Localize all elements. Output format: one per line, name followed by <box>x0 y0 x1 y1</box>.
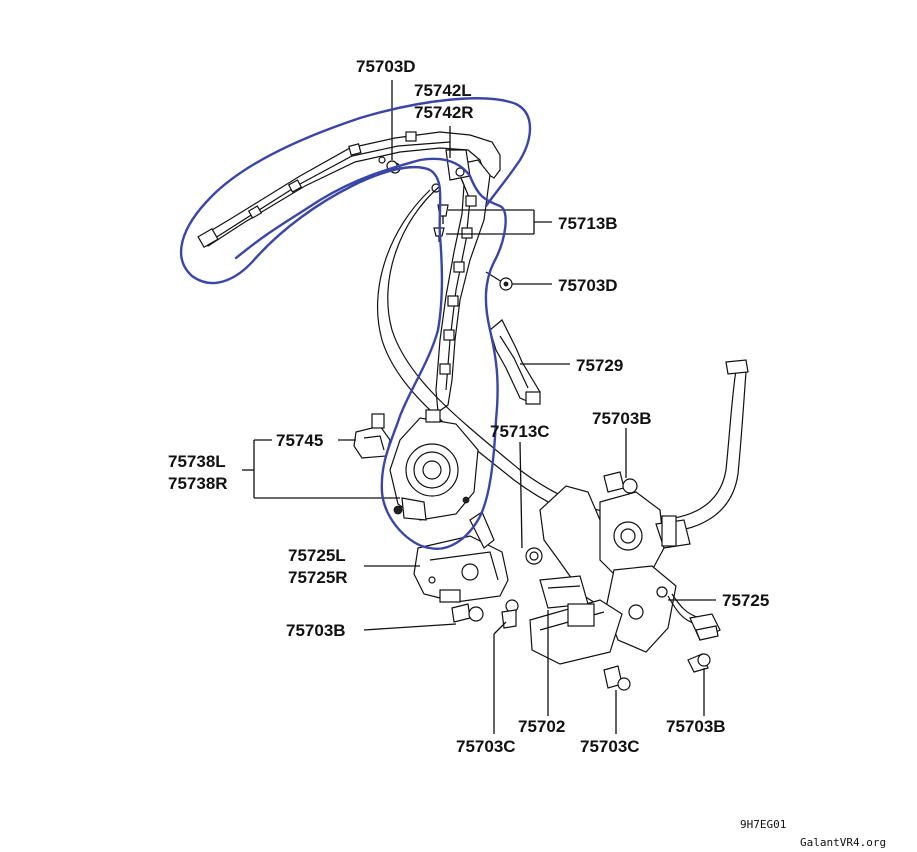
leader-lines <box>242 80 716 734</box>
highlight-outline <box>179 97 532 550</box>
retractor-assembly <box>389 409 479 521</box>
diagram-code: 9H7EG01 <box>740 818 786 831</box>
pillar-rail <box>435 149 491 414</box>
label-75729: 75729 <box>576 356 623 375</box>
label-75703c-left: 75703C <box>456 737 516 756</box>
label-75742l: 75742L <box>414 81 472 100</box>
label-75738r: 75738R <box>168 474 228 493</box>
lower-assembly <box>529 575 623 665</box>
label-75703d-mid: 75703D <box>558 276 618 295</box>
connector-75725 <box>667 593 721 641</box>
bolt-75703b-right <box>687 653 711 673</box>
label-75703b-right: 75703B <box>666 717 726 736</box>
label-75713c: 75713C <box>490 422 550 441</box>
bolt-75713c <box>525 547 543 565</box>
part-labels: 75703D 75742L 75742R 75713B 75703D 75729… <box>168 57 769 756</box>
buckle-75725lr <box>413 511 509 603</box>
label-75703c-right: 75703C <box>580 737 640 756</box>
label-75703d-top: 75703D <box>356 57 416 76</box>
label-75738l: 75738L <box>168 452 226 471</box>
label-75725: 75725 <box>722 591 769 610</box>
bolt-75703b-left <box>451 603 484 623</box>
label-75702: 75702 <box>518 717 565 736</box>
label-75703b-left: 75703B <box>286 621 346 640</box>
label-75742r: 75742R <box>414 103 474 122</box>
height-adjuster <box>489 319 541 405</box>
upper-rail <box>197 131 501 249</box>
label-75745: 75745 <box>276 431 323 450</box>
bolt-75703b-top <box>603 471 638 494</box>
bolt-75703c-left <box>501 599 519 629</box>
watermark: GalantVR4.org <box>800 836 886 849</box>
footer: 9H7EG01 GalantVR4.org <box>740 818 886 849</box>
bolt-75703c-right <box>603 665 631 691</box>
label-75725l: 75725L <box>288 546 346 565</box>
sensor-75745 <box>353 413 391 459</box>
label-75725r: 75725R <box>288 568 348 587</box>
label-75713b: 75713B <box>558 214 618 233</box>
label-75703b-top: 75703B <box>592 409 652 428</box>
